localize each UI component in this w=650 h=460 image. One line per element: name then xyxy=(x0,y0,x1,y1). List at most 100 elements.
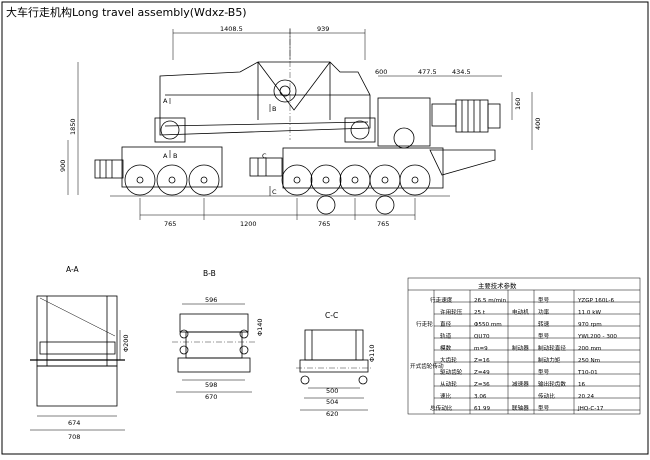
section-mark-a-bottom: A xyxy=(163,152,168,160)
brake xyxy=(431,103,457,127)
spec-left-value: 25 t xyxy=(474,310,486,316)
spec-left-value: Z=36 xyxy=(474,382,490,388)
elevation-view xyxy=(67,28,533,220)
elevation-dimensions: 1408.5 939 600 477.5 434.5 160 400 1850 … xyxy=(59,25,542,228)
b-dim-596: 596 xyxy=(205,296,217,304)
spec-left-label: 许用轮压 xyxy=(440,308,463,316)
dim-765-c: 765 xyxy=(377,220,389,228)
dim-765-b: 765 xyxy=(318,220,330,228)
spec-right-label: 型号 xyxy=(538,332,550,340)
spec-right-label: 制动力矩 xyxy=(538,356,561,364)
spec-left-label: 速比 xyxy=(440,392,452,400)
spec-left-group: 行走轮 xyxy=(416,320,433,328)
spec-right-label: 功率 xyxy=(538,308,550,316)
spec-right-value: 11.0 kW xyxy=(578,310,601,316)
section-a-label: A-A xyxy=(66,265,80,274)
spec-right-value: 970 rpm xyxy=(578,322,602,328)
section-mark-b-top: B xyxy=(272,105,276,113)
section-b-label: B-B xyxy=(203,269,216,278)
left-buffer xyxy=(94,159,124,179)
spec-left-label: 模数 xyxy=(440,344,452,352)
section-mark-b-left: B xyxy=(173,152,177,160)
spec-left-label: 直径 xyxy=(440,320,452,328)
spec-left-label: 从动轮 xyxy=(440,380,457,388)
spec-left-value: m=9 xyxy=(474,346,488,352)
spec-left-group: 开式齿轮传动 xyxy=(410,362,444,370)
spec-left-label: 驱动齿轮 xyxy=(440,368,463,376)
dim-600: 600 xyxy=(375,68,387,76)
spec-right-label: 输出轮齿数 xyxy=(538,380,566,388)
spec-left-value: Z=16 xyxy=(474,358,490,364)
spec-table-heading: 主要技术参数 xyxy=(478,281,517,290)
section-c-label: C-C xyxy=(325,311,338,320)
dim-939: 939 xyxy=(317,25,329,33)
spec-table: 主要技术参数 行走速度 26.5 m/min 行走轮 许用轮压 25 t 直径 … xyxy=(407,277,641,415)
left-bogie-frame xyxy=(121,146,223,188)
spec-right-label: 型号 xyxy=(538,296,550,304)
dim-400: 400 xyxy=(534,118,542,130)
spec-right-value: 20.24 xyxy=(578,394,594,400)
spec-right-value: 250 Nm xyxy=(578,358,600,364)
section-mark-a-top: A xyxy=(163,97,168,105)
section-c-c xyxy=(296,329,372,411)
drawing-title: 大车行走机构Long travel assembly(Wdxz-B5) xyxy=(6,6,247,19)
spec-left-label: 轨道 xyxy=(440,332,452,340)
spec-left-value: 3.06 xyxy=(474,394,487,400)
spec-right-group: 联轴器 xyxy=(512,404,529,412)
b-dim-598: 598 xyxy=(205,381,217,389)
right-bogie-frame xyxy=(282,147,444,189)
wheel-3 xyxy=(188,164,220,196)
spec-left-value: QU70 xyxy=(474,334,490,340)
spec-right-value: 200 mm xyxy=(578,346,601,352)
spec-right-label: 型号 xyxy=(538,404,550,412)
b-dim-dia140: Φ140 xyxy=(256,318,264,336)
spec-left-value: 61.99 xyxy=(474,406,490,412)
a-dim-674: 674 xyxy=(68,419,80,427)
dim-477-5: 477.5 xyxy=(418,68,437,76)
c-dim-dia110: Φ110 xyxy=(368,344,376,362)
spec-right-group: 减速器 xyxy=(512,380,529,388)
spec-right-label: 型号 xyxy=(538,368,550,376)
dim-160: 160 xyxy=(514,98,522,110)
a-dim-dia200: Φ200 xyxy=(122,334,130,352)
c-dim-620: 620 xyxy=(326,410,338,418)
motor xyxy=(455,99,489,133)
spec-left-label: 总传动比 xyxy=(430,404,453,412)
wheel-5 xyxy=(310,164,342,196)
c-dim-504: 504 xyxy=(326,398,338,406)
wheel-4 xyxy=(281,164,313,196)
dim-765-a: 765 xyxy=(164,220,176,228)
gear-reducer xyxy=(377,97,431,147)
spec-right-value: JHQ-C-17 xyxy=(577,406,604,412)
spec-left-value: Φ550 mm xyxy=(474,322,502,328)
dim-1200: 1200 xyxy=(240,220,257,228)
wheel-2 xyxy=(156,164,188,196)
section-mark-c-bottom: C xyxy=(272,188,277,196)
section-mark-c-left: C xyxy=(262,152,267,160)
spec-left-label: 大齿轮 xyxy=(440,356,457,364)
spec-left-label: 行走速度 xyxy=(430,296,453,304)
wheel-6 xyxy=(339,164,371,196)
b-dim-670: 670 xyxy=(205,393,217,401)
spec-right-value: YZGP 160L-6 xyxy=(577,298,614,304)
wheel-7 xyxy=(369,164,401,196)
spec-right-value: T10-01 xyxy=(577,370,598,376)
spec-right-value: 16 xyxy=(578,382,586,388)
spec-right-group: 制动器 xyxy=(512,344,529,352)
spec-left-value: Z=49 xyxy=(474,370,490,376)
wheel-1 xyxy=(124,164,156,196)
c-dim-500: 500 xyxy=(326,387,338,395)
spec-right-group: 电动机 xyxy=(512,308,529,316)
spec-right-value: YWL200 - 300 xyxy=(577,334,617,340)
spec-left-value: 26.5 m/min xyxy=(474,298,507,304)
section-b-b xyxy=(172,303,256,393)
table-border xyxy=(407,277,641,415)
spec-right-label: 转速 xyxy=(538,320,550,328)
dim-1850: 1850 xyxy=(69,118,77,135)
wheel-8 xyxy=(399,164,431,196)
spec-right-label: 制动轮直径 xyxy=(538,344,566,352)
spec-right-label: 传动比 xyxy=(538,392,555,400)
